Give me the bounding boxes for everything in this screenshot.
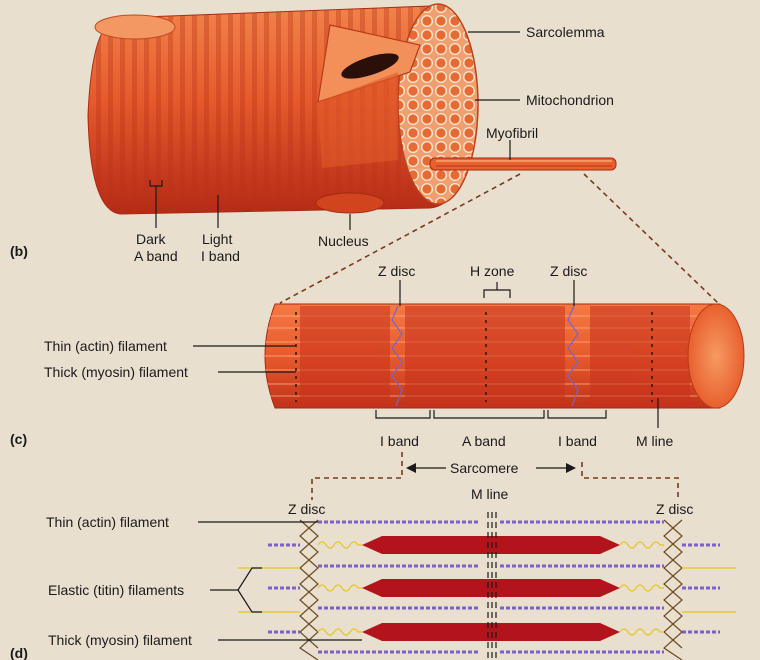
label-a-band-c: A band xyxy=(462,433,506,449)
zoom-line-right-bc xyxy=(583,173,719,304)
label-myofibril: Myofibril xyxy=(486,125,538,141)
label-a-band-b: A band xyxy=(134,248,178,264)
label-m-line-d: M line xyxy=(471,486,509,502)
mitochondrion-shape xyxy=(341,53,399,79)
label-i-band-c-right: I band xyxy=(558,433,597,449)
m-line-d xyxy=(487,512,497,660)
label-mitochondrion: Mitochondrion xyxy=(526,92,614,108)
label-sarcolemma: Sarcolemma xyxy=(526,24,605,40)
label-h-zone: H zone xyxy=(470,263,515,279)
actin-filaments xyxy=(318,520,664,654)
actin-stubs-outside xyxy=(268,543,720,634)
thick-filament-bands xyxy=(300,306,690,406)
myosin-filaments xyxy=(362,536,620,641)
label-i-band-b: I band xyxy=(201,248,240,264)
myofibril-end xyxy=(687,303,745,409)
label-z-disc-d-right: Z disc xyxy=(656,501,693,517)
zoom-line-left-cd xyxy=(311,452,403,500)
label-light: Light xyxy=(202,231,232,247)
label-thin-filament-d: Thin (actin) filament xyxy=(46,514,169,530)
label-z-disc-c-left: Z disc xyxy=(378,263,415,279)
label-m-line-c: M line xyxy=(636,433,674,449)
label-elastic-filaments: Elastic (titin) filaments xyxy=(48,582,184,598)
label-i-band-c-left: I band xyxy=(380,433,419,449)
zoom-line-left-bc xyxy=(279,173,521,304)
panel-d-sarcomere: M line Z disc Z disc Thin (actin) filame… xyxy=(10,486,736,660)
fiber-nucleus-top xyxy=(94,14,176,40)
panel-c-myofibril: Z disc H zone Z disc Thin (actin) filame… xyxy=(10,263,745,476)
z-disc-zigzags xyxy=(391,305,579,407)
panel-letter-b: (b) xyxy=(10,243,28,259)
panel-letter-d: (d) xyxy=(10,645,28,660)
fiber-nucleus-bottom xyxy=(315,192,385,214)
panel-letter-c: (c) xyxy=(10,431,27,447)
fiber-cross-section xyxy=(397,3,479,205)
label-thick-filament-d: Thick (myosin) filament xyxy=(48,632,192,648)
zoom-line-right-cd xyxy=(581,462,679,500)
label-sarcomere: Sarcomere xyxy=(450,460,519,476)
label-z-disc-d-left: Z disc xyxy=(288,501,325,517)
label-nucleus: Nucleus xyxy=(318,233,369,249)
label-z-disc-c-right: Z disc xyxy=(550,263,587,279)
label-dark: Dark xyxy=(136,231,167,247)
fiber-cutaway-side xyxy=(318,72,398,168)
label-thick-filament-c: Thick (myosin) filament xyxy=(44,364,188,380)
label-thin-filament-c: Thin (actin) filament xyxy=(44,338,167,354)
titin-filaments xyxy=(238,541,736,636)
protruding-myofibril xyxy=(429,157,617,171)
panel-b-muscle-fiber: Sarcolemma Mitochondrion Myofibril Dark … xyxy=(10,3,617,264)
m-line-dashes xyxy=(295,312,653,402)
